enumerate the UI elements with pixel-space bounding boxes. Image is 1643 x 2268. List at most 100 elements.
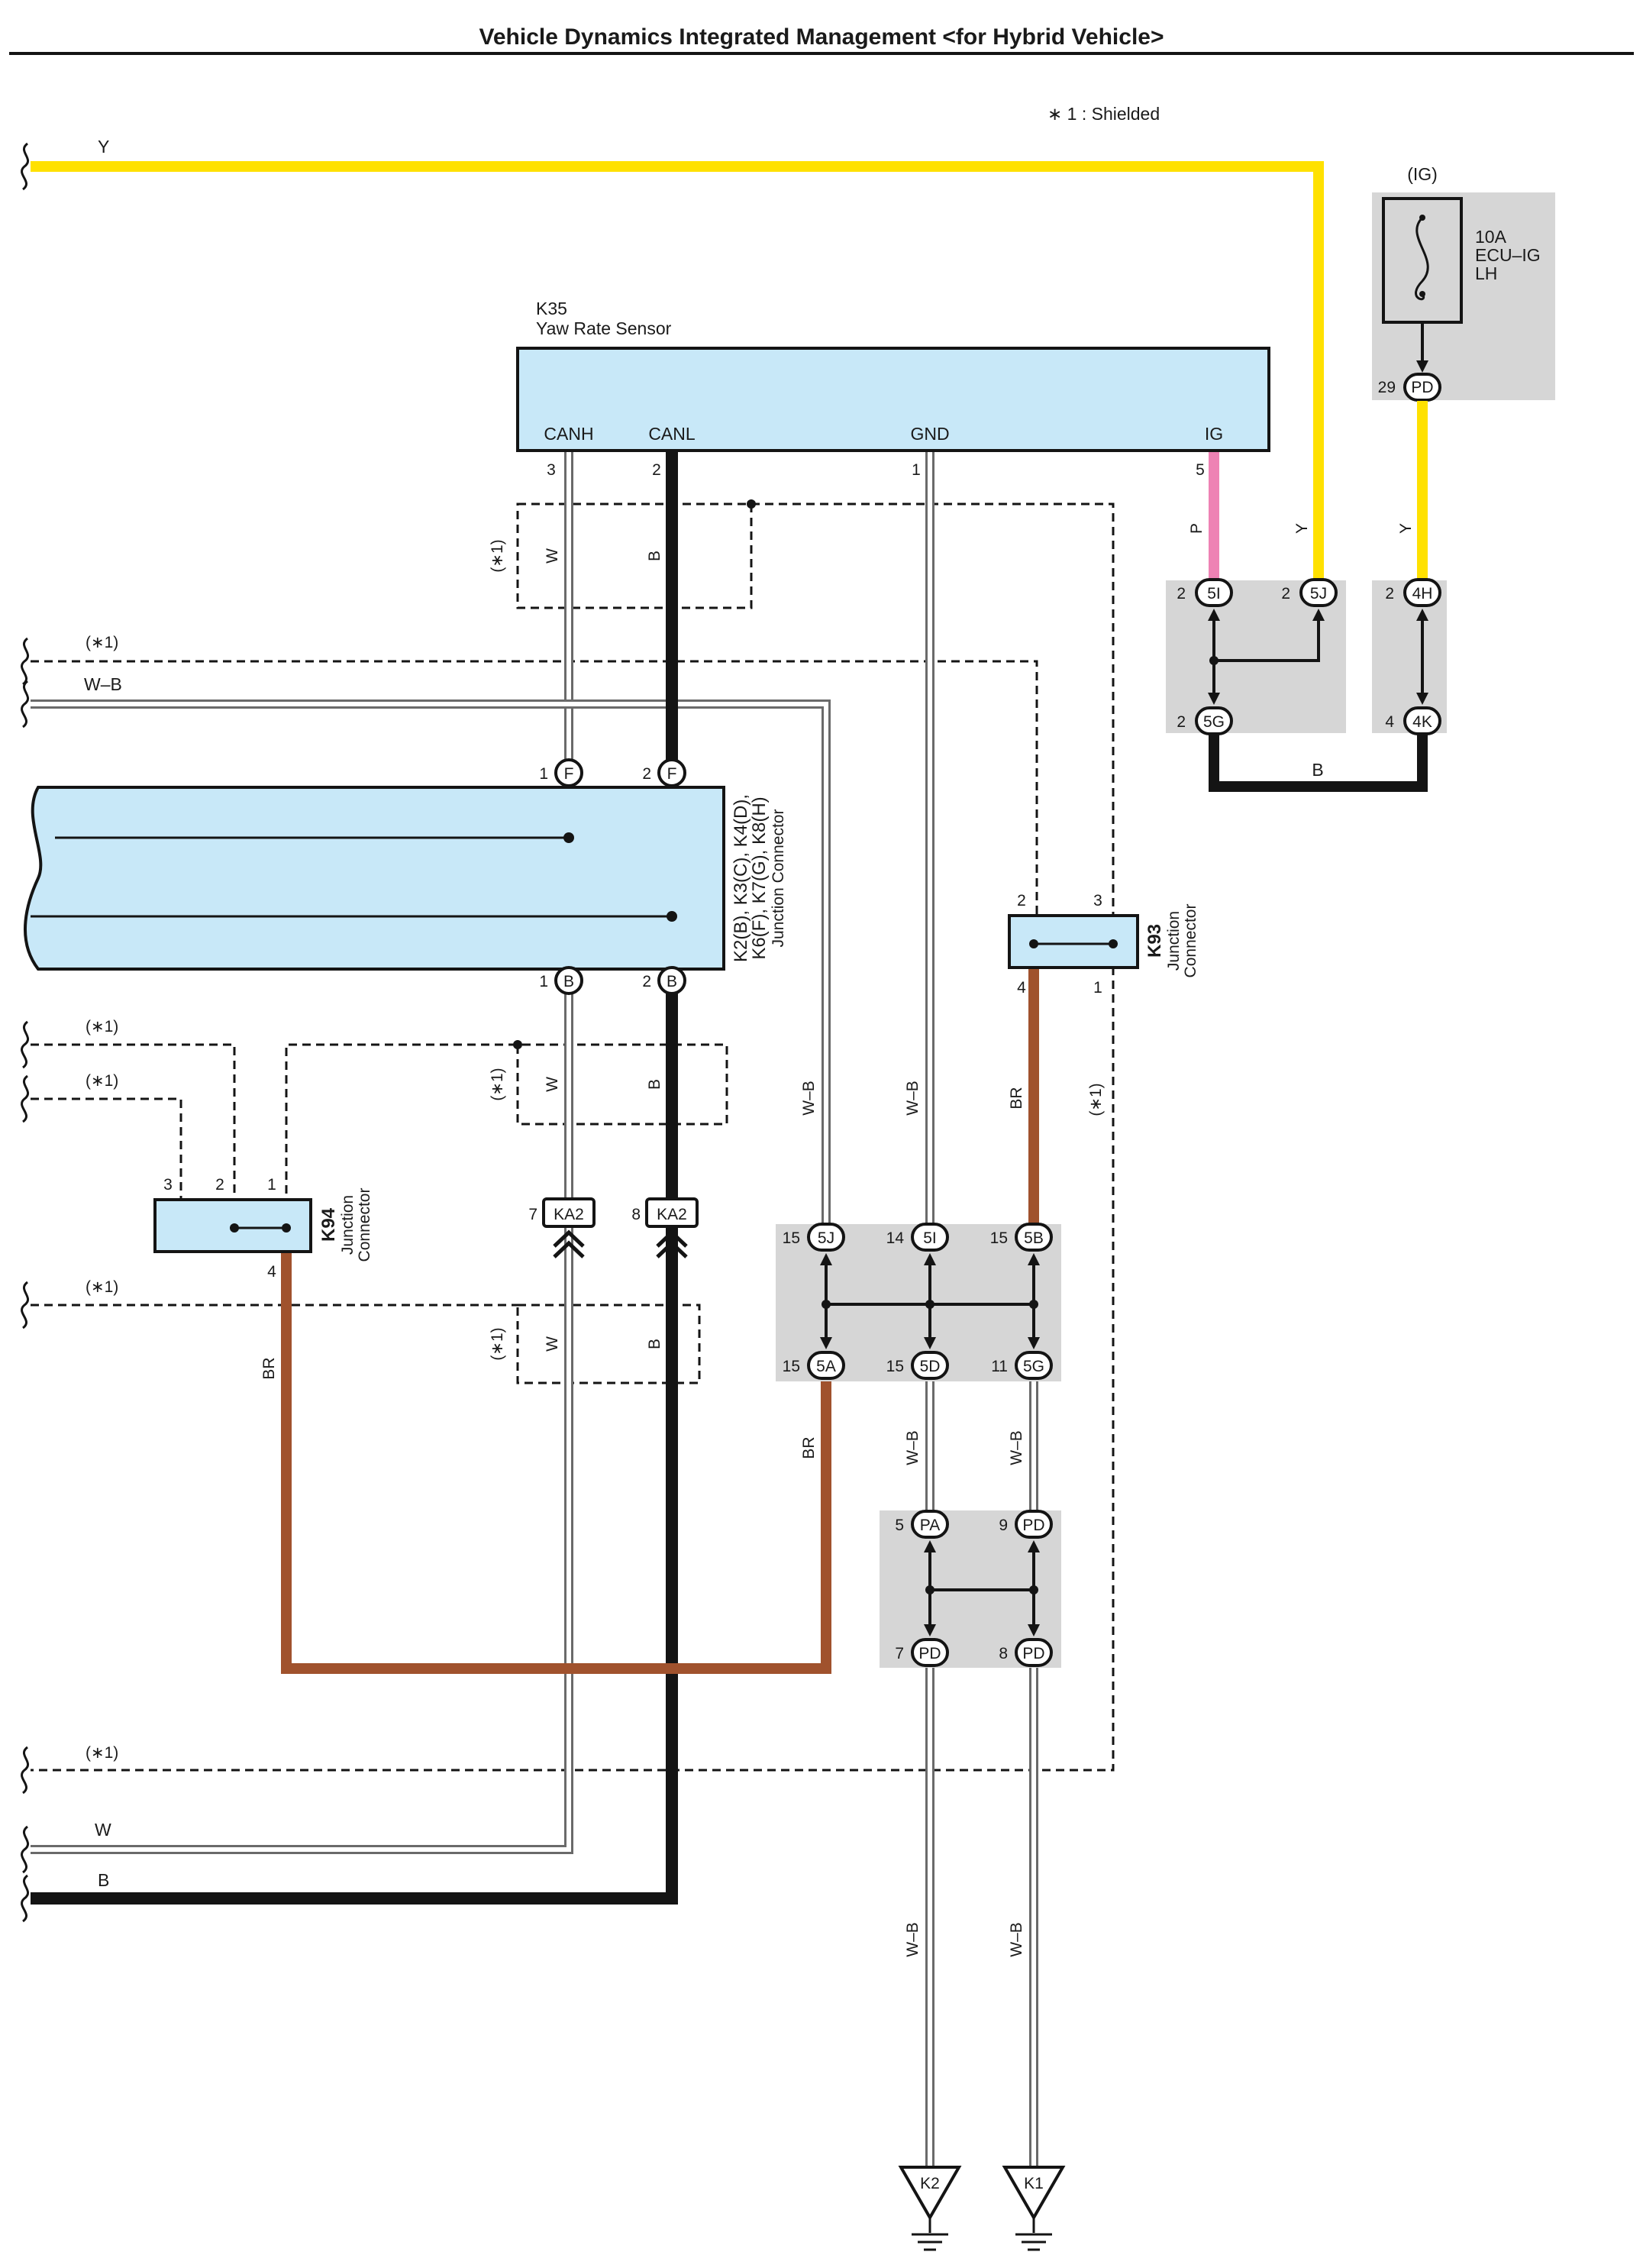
ka2-conn-b [645,1197,699,1228]
wire-wb [31,452,1038,2167]
conn-f-1 [554,758,583,787]
conn-pd-9 [1015,1510,1053,1539]
wire-label-wb: W–B [1008,1430,1025,1465]
wire-label-wb: W–B [904,1430,922,1465]
break-symbol [21,1074,30,1123]
k94-pin-2: 2 [215,1176,224,1194]
fuse-connector-label: PD [1411,379,1433,396]
junction-middle: 15 5J 14 5I 15 5B 15 5A 15 5D 11 5G [776,1223,1061,1381]
shield-label: (∗1) [86,1018,118,1035]
shield-line-upper [31,660,1038,926]
ka2-chevron-w [553,1229,585,1258]
jb-low-pin: 9 [999,1517,1008,1534]
conn-f-2-label: F [667,765,677,783]
shield-dot [513,1040,522,1049]
conn-5g-mid-label: 5G [1023,1358,1044,1375]
ground-k1-label: K1 [1024,2175,1044,2192]
conn-5i-mid-label: 5I [923,1229,937,1247]
fuse-icon [1415,216,1429,301]
jb-low-pin: 7 [895,1645,904,1662]
conn-pa-label: PA [920,1517,940,1534]
wire-label-b-bottom: B [98,1870,109,1890]
splice-dot [1029,1585,1038,1594]
shield-label: (∗1) [86,1072,118,1090]
k94-pin-3: 3 [163,1176,173,1194]
terminal-canh: CANH [544,424,593,444]
shield-k94-up [285,1043,728,1207]
conn-5i-top [1195,578,1233,607]
k93-body [1008,914,1139,969]
wire-label-wb: W–B [1008,1922,1025,1957]
wire-label-w-bottom: W [95,1820,111,1840]
yaw-sensor-body [516,347,1270,452]
jb-low-pin: 8 [999,1645,1008,1662]
pin-gnd: 1 [912,461,921,479]
k93-code: K93 [1144,924,1165,958]
break-symbol [21,1874,30,1923]
shield-label: (∗1) [489,1327,506,1360]
ground-k2-triangle [898,2166,962,2221]
jb-mid-pin: 15 [783,1229,800,1247]
k94-code: K94 [318,1207,339,1242]
pin-ig: 5 [1196,461,1205,479]
shield-label: (∗1) [489,1068,506,1100]
splice-dot [925,1300,934,1309]
wire-label-b: B [646,551,663,561]
shield-label: (∗1) [86,1744,118,1762]
conn-pd-8-label: PD [1022,1645,1044,1662]
wire-label-y-4h: Y [1397,523,1415,534]
wire-black-5g-4k [1209,734,1428,792]
shield-label: (∗1) [489,539,506,572]
fuse-pin: 29 [1378,379,1396,396]
k93-pin-1: 1 [1093,979,1102,997]
wire-brown-k94-5a [281,1253,831,1674]
conn-b-1-label: B [563,973,574,990]
shielded-note: ∗ 1 : Shielded [1047,104,1160,124]
fuse-rating: 10A [1475,227,1507,247]
ka2-pin-8: 8 [631,1206,641,1223]
jb-top-pin: 2 [1177,713,1186,731]
wire-yellow-main [31,161,1324,593]
wire-black-canl [31,452,678,1905]
conn-5g-top-label: 5G [1203,713,1225,731]
shield-line-k94-2 [31,1097,182,1207]
ka2-pin-7: 7 [528,1206,537,1223]
splice-dot [230,1223,239,1233]
jb-mid-pin: 15 [886,1358,904,1375]
break-symbol [21,1825,30,1874]
terminal-ig: IG [1205,424,1223,444]
k93-junction-connector: 2 3 4 1 K93 Junction Connector [1008,892,1199,997]
shield-line-k94-1 [31,1043,236,1207]
conn-b-1 [554,966,583,995]
wire-label-b: B [646,1339,663,1349]
ka2-chevron-b [656,1229,688,1258]
conn-5a-mid [807,1351,845,1380]
shield-dot [747,499,756,509]
conn-f-1-label: F [564,765,574,783]
wire-wb-left-inner [31,702,828,1230]
wire-label-w: W [544,1336,561,1352]
junction-4h-4k: 2 4H 4 4K [1372,578,1447,735]
fuse-ecu-ig-lh: (IG) 10A ECU–IG LH 29 PD [1372,164,1555,402]
break-symbol [21,1020,30,1069]
conn-5b-mid [1015,1223,1053,1252]
yaw-sensor-code: K35 [536,299,567,318]
wire-label-b-top: B [1312,760,1323,780]
jb-bottom-pin-2: 2 [642,973,651,990]
jb-bottom-pin-1: 1 [539,973,548,990]
conn-5j-top-label: 5J [1310,585,1327,603]
junction-5i-5j-5g: 2 5I 2 5J 2 5G [1166,578,1346,735]
jb-mid-pin: 15 [990,1229,1008,1247]
wire-label-wb: W–B [800,1081,818,1116]
shield-box-bottom [516,1304,701,1384]
splice-dot [1029,939,1038,948]
jb-mid-pin: 15 [783,1358,800,1375]
splice-dot [1109,939,1118,948]
junction-lower: 5 PA 9 PD 7 PD 8 PD [880,1510,1061,1668]
conn-pd-7-label: PD [918,1645,941,1662]
ka2-conn-w [542,1197,596,1228]
shield-label: (∗1) [1087,1083,1105,1116]
jb-top-pin: 4 [1385,713,1394,731]
ground-k2: K2 [898,2166,962,2251]
